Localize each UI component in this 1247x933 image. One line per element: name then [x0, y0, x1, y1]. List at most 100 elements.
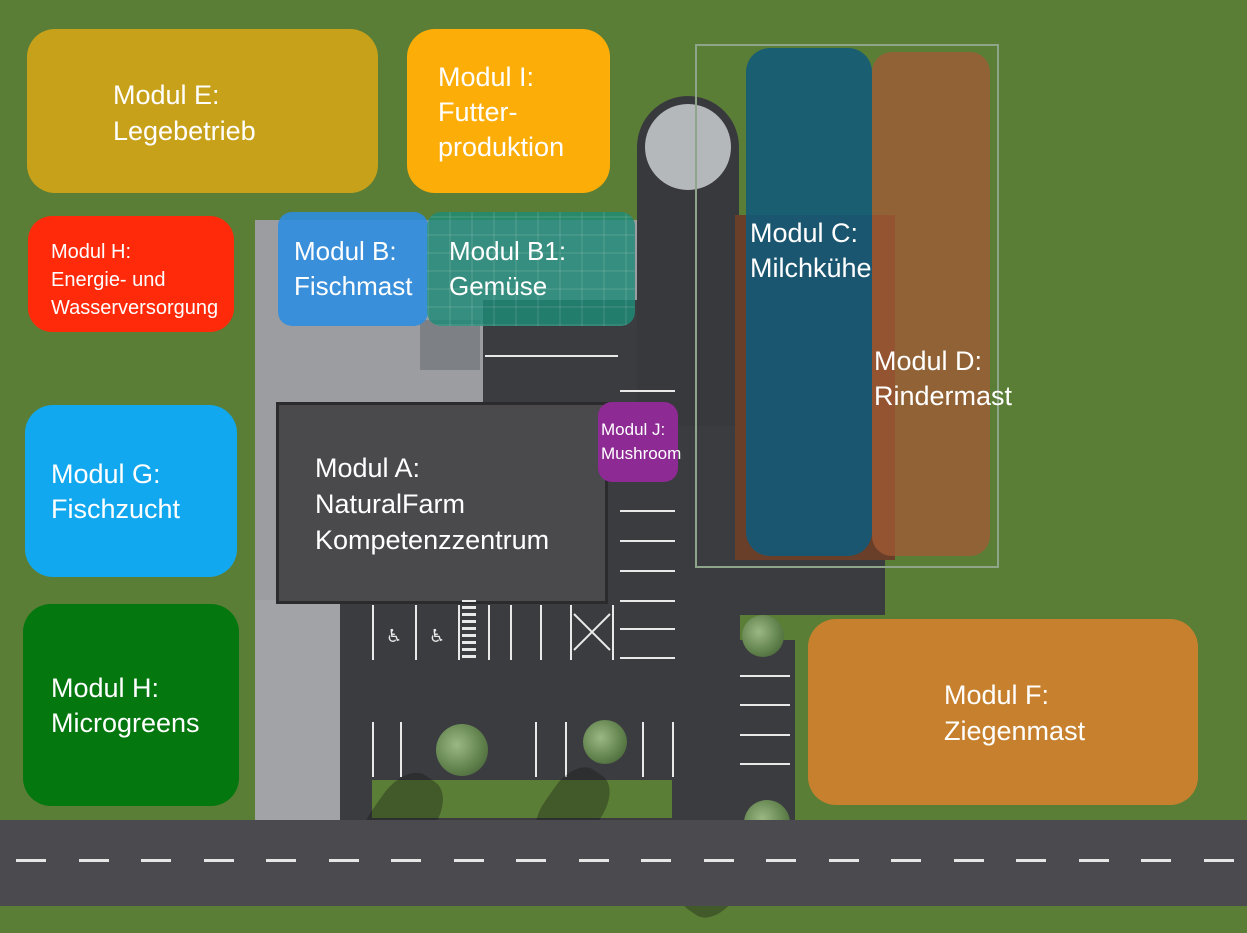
crosswalk — [462, 600, 476, 658]
parking-line — [372, 722, 374, 777]
road-dash — [891, 859, 921, 862]
parking-line — [400, 722, 402, 777]
parking-line — [620, 540, 675, 542]
road-dash — [391, 859, 421, 862]
module-j-subtitle: Mushroom — [601, 444, 682, 463]
wheelchair-icon: ♿ — [429, 626, 446, 647]
module-b1-box: Modul B1: Gemüse — [427, 212, 635, 326]
road-dash — [828, 859, 859, 862]
parking-line — [372, 605, 374, 660]
module-g-subtitle: Fischzucht — [51, 494, 181, 524]
road-dash — [453, 859, 484, 862]
parking-line — [620, 600, 675, 602]
module-c-subtitle: Milchkühe — [750, 253, 872, 283]
paved-walkway — [255, 600, 340, 820]
module-b1-title: Modul B1: — [449, 236, 567, 266]
road-dash — [641, 859, 671, 862]
road-dash — [141, 859, 171, 862]
module-e-box: Modul E: Legebetrieb — [27, 29, 378, 193]
greenhouse-structure — [420, 320, 480, 370]
road-dash — [266, 859, 296, 862]
tree — [742, 615, 784, 657]
road-dash — [328, 859, 359, 862]
parking-line — [612, 605, 614, 660]
parking-line — [458, 605, 460, 660]
module-j-box: Modul J: Mushroom — [598, 402, 682, 482]
parking-line — [620, 510, 675, 512]
road-dash — [703, 859, 734, 862]
silo-roof — [645, 104, 731, 190]
parking-line — [740, 704, 790, 706]
parking-line — [740, 763, 790, 765]
module-i-box: Modul I: Futter- produktion — [407, 29, 610, 193]
parking-line — [642, 722, 644, 777]
road-dash — [16, 859, 46, 862]
module-c-box: Modul C: Milchkühe — [746, 48, 872, 556]
module-h-energy-title: Modul H: — [51, 241, 132, 263]
parking-line — [510, 605, 512, 660]
module-a-subtitle-2: Kompetenzzentrum — [315, 525, 550, 555]
road-dash — [766, 859, 796, 862]
side-parking-lane — [740, 640, 795, 820]
road-dash — [1016, 859, 1046, 862]
road-dash — [1203, 859, 1234, 862]
module-h-energy-subtitle-1: Energie- und — [51, 269, 166, 291]
module-h-energy-subtitle-2: Wasserversorgung — [51, 297, 219, 319]
parking-line — [672, 722, 674, 777]
road-dash — [1141, 859, 1171, 862]
tree — [436, 724, 488, 776]
module-h-microgreens-subtitle: Microgreens — [51, 708, 200, 738]
module-c-title: Modul C: — [750, 218, 859, 248]
module-h-microgreens-box: Modul H: Microgreens — [23, 604, 239, 806]
parking-line — [535, 722, 537, 777]
module-h-energy-box: Modul H: Energie- und Wasserversorgung — [28, 216, 234, 332]
module-a-subtitle-1: NaturalFarm — [315, 489, 466, 519]
module-g-box: Modul G: Fischzucht — [25, 405, 237, 577]
module-i-subtitle-2: produktion — [438, 132, 565, 162]
module-e-title: Modul E: — [113, 80, 220, 110]
module-j-title: Modul J: — [601, 420, 666, 439]
no-parking-cross — [573, 613, 611, 651]
parking-line — [485, 355, 618, 357]
module-f-box: Modul F: Ziegenmast — [808, 619, 1198, 805]
module-a-box: Modul A: NaturalFarm Kompetenzzentrum — [279, 405, 599, 595]
road-dash — [953, 859, 984, 862]
parking-line — [565, 722, 567, 777]
module-b-box: Modul B: Fischmast — [278, 212, 428, 326]
road-dash — [516, 859, 546, 862]
parking-line — [620, 570, 675, 572]
green-median — [372, 780, 672, 818]
parking-line — [620, 657, 675, 659]
road-dash — [578, 859, 609, 862]
module-b-title: Modul B: — [294, 236, 397, 266]
road-dash — [203, 859, 234, 862]
parking-line — [570, 605, 572, 660]
module-d-subtitle: Rindermast — [874, 381, 1013, 411]
parking-line — [620, 390, 675, 392]
module-e-subtitle: Legebetrieb — [113, 116, 256, 146]
barn-access-road — [710, 550, 885, 615]
tree — [583, 720, 627, 764]
parking-line — [740, 675, 790, 677]
main-road — [0, 820, 1247, 906]
barn-frame — [695, 44, 999, 568]
road-dash — [78, 859, 109, 862]
parking-line — [488, 605, 490, 660]
module-d-box: Modul D: Rindermast — [872, 52, 1013, 556]
module-b1-subtitle: Gemüse — [449, 271, 548, 301]
parking-line — [740, 734, 790, 736]
parking-line — [620, 628, 675, 630]
main-building — [276, 402, 608, 604]
module-i-subtitle-1: Futter- — [438, 97, 518, 127]
wheelchair-icon: ♿ — [386, 626, 403, 647]
module-g-title: Modul G: — [51, 459, 161, 489]
parking-line — [415, 605, 417, 660]
module-d-title: Modul D: — [874, 346, 983, 376]
parking-line — [540, 605, 542, 660]
module-f-subtitle: Ziegenmast — [944, 716, 1086, 746]
module-h-microgreens-title: Modul H: — [51, 673, 160, 703]
module-b-subtitle: Fischmast — [294, 271, 413, 301]
module-a-title: Modul A: — [315, 453, 421, 483]
module-f-title: Modul F: — [944, 680, 1050, 710]
